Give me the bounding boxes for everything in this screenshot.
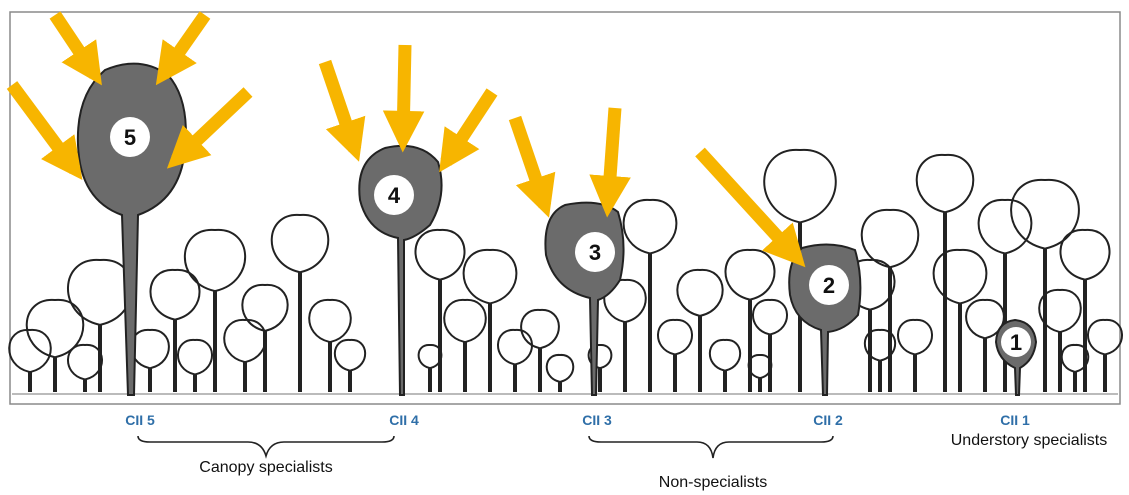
background-tree — [932, 248, 988, 392]
background-tree — [8, 328, 52, 392]
cii-label-3: CII 3 — [582, 412, 612, 428]
cii-label-5: CII 5 — [125, 412, 155, 428]
background-tree — [67, 343, 103, 392]
background-tree — [497, 328, 533, 392]
background-tree — [603, 278, 647, 392]
background-tree — [183, 228, 247, 392]
background-tree — [676, 268, 724, 392]
arrow-icon — [508, 115, 556, 218]
background-tree — [223, 318, 267, 392]
diagram-frame — [9, 11, 1121, 405]
tree-cii1: 1 — [994, 318, 1038, 396]
non-specialists-brace — [588, 435, 834, 459]
canopy-brace — [137, 435, 395, 459]
sunlight-arrows — [6, 11, 806, 268]
cii-label-1: CII 1 — [1000, 412, 1030, 428]
arrow-icon — [166, 87, 253, 169]
background-tree — [545, 353, 575, 392]
background-tree — [860, 208, 920, 392]
tree-number-5: 5 — [124, 125, 136, 150]
tree-number-1: 1 — [1010, 330, 1022, 355]
background-tree — [724, 248, 776, 392]
background-tree — [333, 338, 367, 392]
background-tree — [763, 148, 837, 392]
background-tree — [149, 268, 201, 392]
cii-label-2: CII 2 — [813, 412, 843, 428]
arrow-icon — [382, 44, 425, 153]
background-tree — [752, 298, 788, 392]
non-specialists-label: Non-specialists — [658, 474, 768, 491]
background-tree — [657, 318, 693, 392]
background-tree — [1060, 343, 1090, 392]
tree-number-3: 3 — [589, 240, 601, 265]
tree-cii2: 2 — [788, 243, 862, 396]
background-tree — [863, 328, 897, 392]
background-tree — [977, 198, 1033, 392]
background-tree — [308, 298, 352, 392]
tree-cii3: 3 — [544, 201, 625, 396]
arrow-icon — [6, 81, 83, 181]
arrow-icon — [695, 147, 806, 268]
background-tree — [1087, 318, 1123, 392]
background-tree — [177, 338, 213, 392]
background-tree — [747, 353, 773, 392]
background-tree — [520, 308, 560, 392]
arrow-icon — [318, 59, 366, 162]
arrow-icon — [589, 107, 631, 218]
background-tree — [417, 343, 443, 392]
arrow-icon — [439, 88, 498, 173]
background-tree — [622, 198, 678, 392]
tree-number-2: 2 — [823, 273, 835, 298]
background-tree — [130, 328, 170, 392]
tree-number-4: 4 — [388, 183, 401, 208]
background-tree — [25, 298, 85, 392]
background-tree — [897, 318, 933, 392]
background-tree — [708, 338, 742, 392]
background-tree — [241, 283, 289, 392]
arrow-icon — [49, 11, 102, 86]
background-tree — [1038, 288, 1082, 392]
tree-cii4: 4 — [358, 144, 443, 396]
cii-label-4: CII 4 — [389, 412, 419, 428]
understory-specialists-label: Understory specialists — [950, 432, 1108, 449]
background-tree — [443, 298, 487, 392]
canopy-specialists-label: Canopy specialists — [199, 459, 333, 476]
arrow-icon — [155, 11, 211, 86]
background-tree — [1059, 228, 1111, 392]
background-tree — [462, 248, 518, 392]
background-tree — [915, 153, 975, 392]
background-tree — [414, 228, 466, 392]
background-tree — [270, 213, 330, 392]
background-tree — [67, 258, 133, 392]
